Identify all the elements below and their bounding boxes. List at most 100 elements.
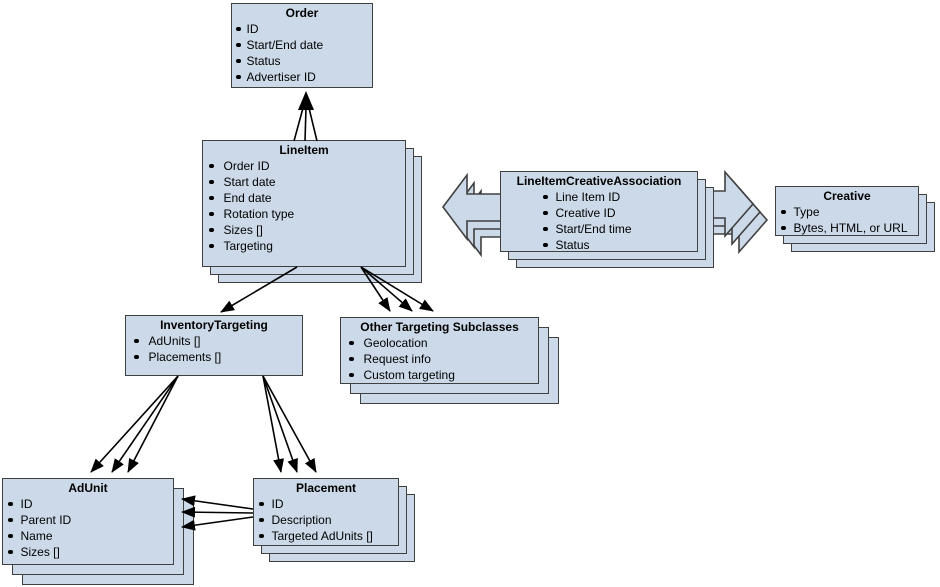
bullet-icon [209,195,214,201]
field-row: Parent ID [3,512,173,528]
entity-inventorytargeting: InventoryTargeting AdUnits [] Placements… [125,315,303,376]
field-row: Description [254,512,398,528]
field-row: Start/End time [501,221,697,237]
field-text: Geolocation [363,336,428,350]
entity-title: Placement [295,481,357,495]
bullet-icon [8,533,13,539]
field-row: Start/End date [232,37,372,53]
field-row: End date [203,190,405,206]
field-text: Status [246,54,281,68]
entity-other-targeting-subclasses: Other Targeting Subclasses Geolocation R… [340,317,559,404]
bullet-icon [543,226,548,232]
field-row: Line Item ID [501,189,697,205]
bullet-icon [349,356,354,362]
bullet-icon [134,354,139,360]
bullet-icon [349,340,354,346]
field-text: Start/End date [246,38,324,52]
bullet-icon [8,549,13,555]
entity-lineitemcreativeassociation: LineItemCreativeAssociation Line Item ID… [500,171,714,268]
bullet-icon [349,372,354,378]
bullet-icon [209,163,214,169]
field-row: Sizes [] [3,544,173,560]
field-text: ID [271,497,284,511]
field-row: Geolocation [341,335,538,351]
entity-title: Order [285,6,319,20]
bullet-icon [543,194,548,200]
field-text: Order ID [223,159,270,173]
field-text: Sizes [] [20,545,60,559]
field-text: Line Item ID [555,190,621,204]
field-text: Creative ID [555,206,616,220]
field-row: Request info [341,351,538,367]
field-row: Status [232,53,372,69]
field-row: Bytes, HTML, or URL [776,220,918,235]
field-row: Advertiser ID [232,69,372,85]
field-row: Order ID [203,158,405,174]
field-row: Type [776,204,918,220]
field-row: Sizes [] [203,222,405,238]
bullet-icon [781,225,786,231]
bullet-icon [8,501,13,507]
field-row: Creative ID [501,205,697,221]
field-text: Start/End time [555,222,632,236]
entity-creative: Creative Type Bytes, HTML, or URL [775,186,935,252]
field-text: Sizes [] [223,223,263,237]
field-row: Status [501,237,697,252]
field-row: Name [3,528,173,544]
field-text: Targeting [223,239,273,253]
field-text: Name [20,529,53,543]
field-row: Targeted AdUnits [] [254,528,398,544]
arrows-inventorytargeting-to-placement [262,375,317,473]
entity-placement: Placement ID Description Targeted AdUnit… [253,478,415,562]
field-row: Rotation type [203,206,405,222]
field-text: Type [793,205,820,219]
field-row: Placements [] [126,349,302,365]
field-text: Parent ID [20,513,72,527]
field-row: Targeting [203,238,405,254]
field-text: Start date [223,175,276,189]
bullet-icon [209,211,214,217]
entity-order: Order ID Start/End date Status Advertise… [231,3,373,88]
bullet-icon [259,501,264,507]
bullet-icon [259,517,264,523]
field-text: Request info [363,352,431,366]
bullet-icon [209,227,214,233]
bullet-icon [134,338,139,344]
field-text: AdUnits [] [148,334,201,348]
entity-lineitem: LineItem Order ID Start date End date Ro… [202,140,422,283]
field-text: ID [246,22,259,36]
entity-title: AdUnit [68,481,108,495]
entity-title: LineItemCreativeAssociation [516,174,682,188]
bullet-icon [781,209,786,215]
field-row: ID [254,496,398,512]
bullet-icon [543,210,548,216]
field-row: AdUnits [] [126,333,302,349]
bullet-icon [236,26,241,32]
bullet-icon [209,243,214,249]
field-text: Custom targeting [363,368,455,382]
bullet-icon [236,74,241,80]
field-text: Rotation type [223,207,295,221]
field-text: Description [271,513,332,527]
field-text: End date [223,191,272,205]
field-row: Start date [203,174,405,190]
field-text: Status [555,238,590,252]
entity-title: Creative [823,189,871,203]
field-text: Advertiser ID [246,70,316,84]
bullet-icon [259,533,264,539]
field-text: Bytes, HTML, or URL [793,221,908,235]
field-row: Custom targeting [341,367,538,383]
bullet-icon [209,179,214,185]
entity-title: Other Targeting Subclasses [360,320,519,334]
field-text: ID [20,497,33,511]
field-text: Placements [] [148,350,222,364]
entity-title: LineItem [279,143,329,157]
arrows-inventorytargeting-to-adunit [90,375,179,473]
bullet-icon [543,242,548,248]
field-text: Targeted AdUnits [] [271,529,373,543]
arrow-lineitem-to-order [293,91,318,142]
bullet-icon [236,42,241,48]
bullet-icon [236,58,241,64]
field-row: ID [3,496,173,512]
